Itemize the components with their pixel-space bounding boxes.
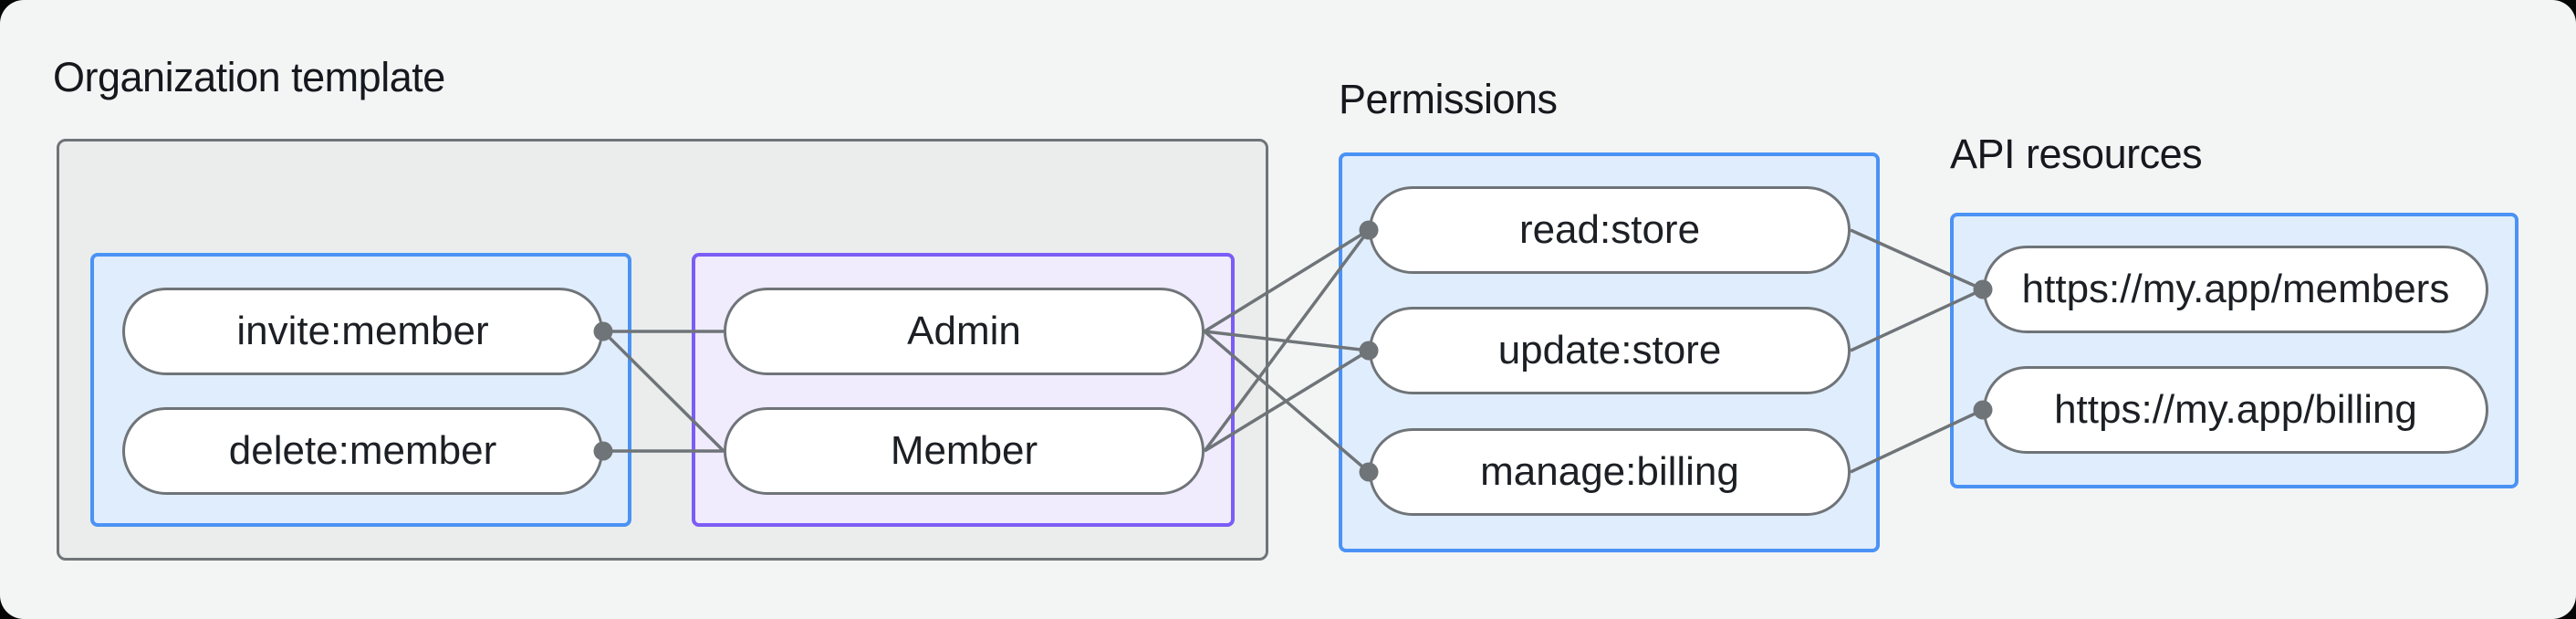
node-manage-billing: manage:billing bbox=[1369, 428, 1851, 516]
node-admin-role: Admin bbox=[724, 288, 1205, 375]
diagram-title: Organization template bbox=[53, 54, 445, 100]
api-resources-heading: API resources bbox=[1950, 131, 2203, 177]
permissions-heading: Permissions bbox=[1339, 76, 1558, 122]
node-api-billing-url: https://my.app/billing bbox=[1983, 366, 2488, 454]
node-invite-member: invite:member bbox=[122, 288, 603, 375]
node-read-store: read:store bbox=[1369, 186, 1851, 274]
node-member-role: Member bbox=[724, 407, 1205, 495]
node-api-members-url: https://my.app/members bbox=[1983, 246, 2488, 333]
node-delete-member: delete:member bbox=[122, 407, 603, 495]
node-update-store: update:store bbox=[1369, 307, 1851, 394]
